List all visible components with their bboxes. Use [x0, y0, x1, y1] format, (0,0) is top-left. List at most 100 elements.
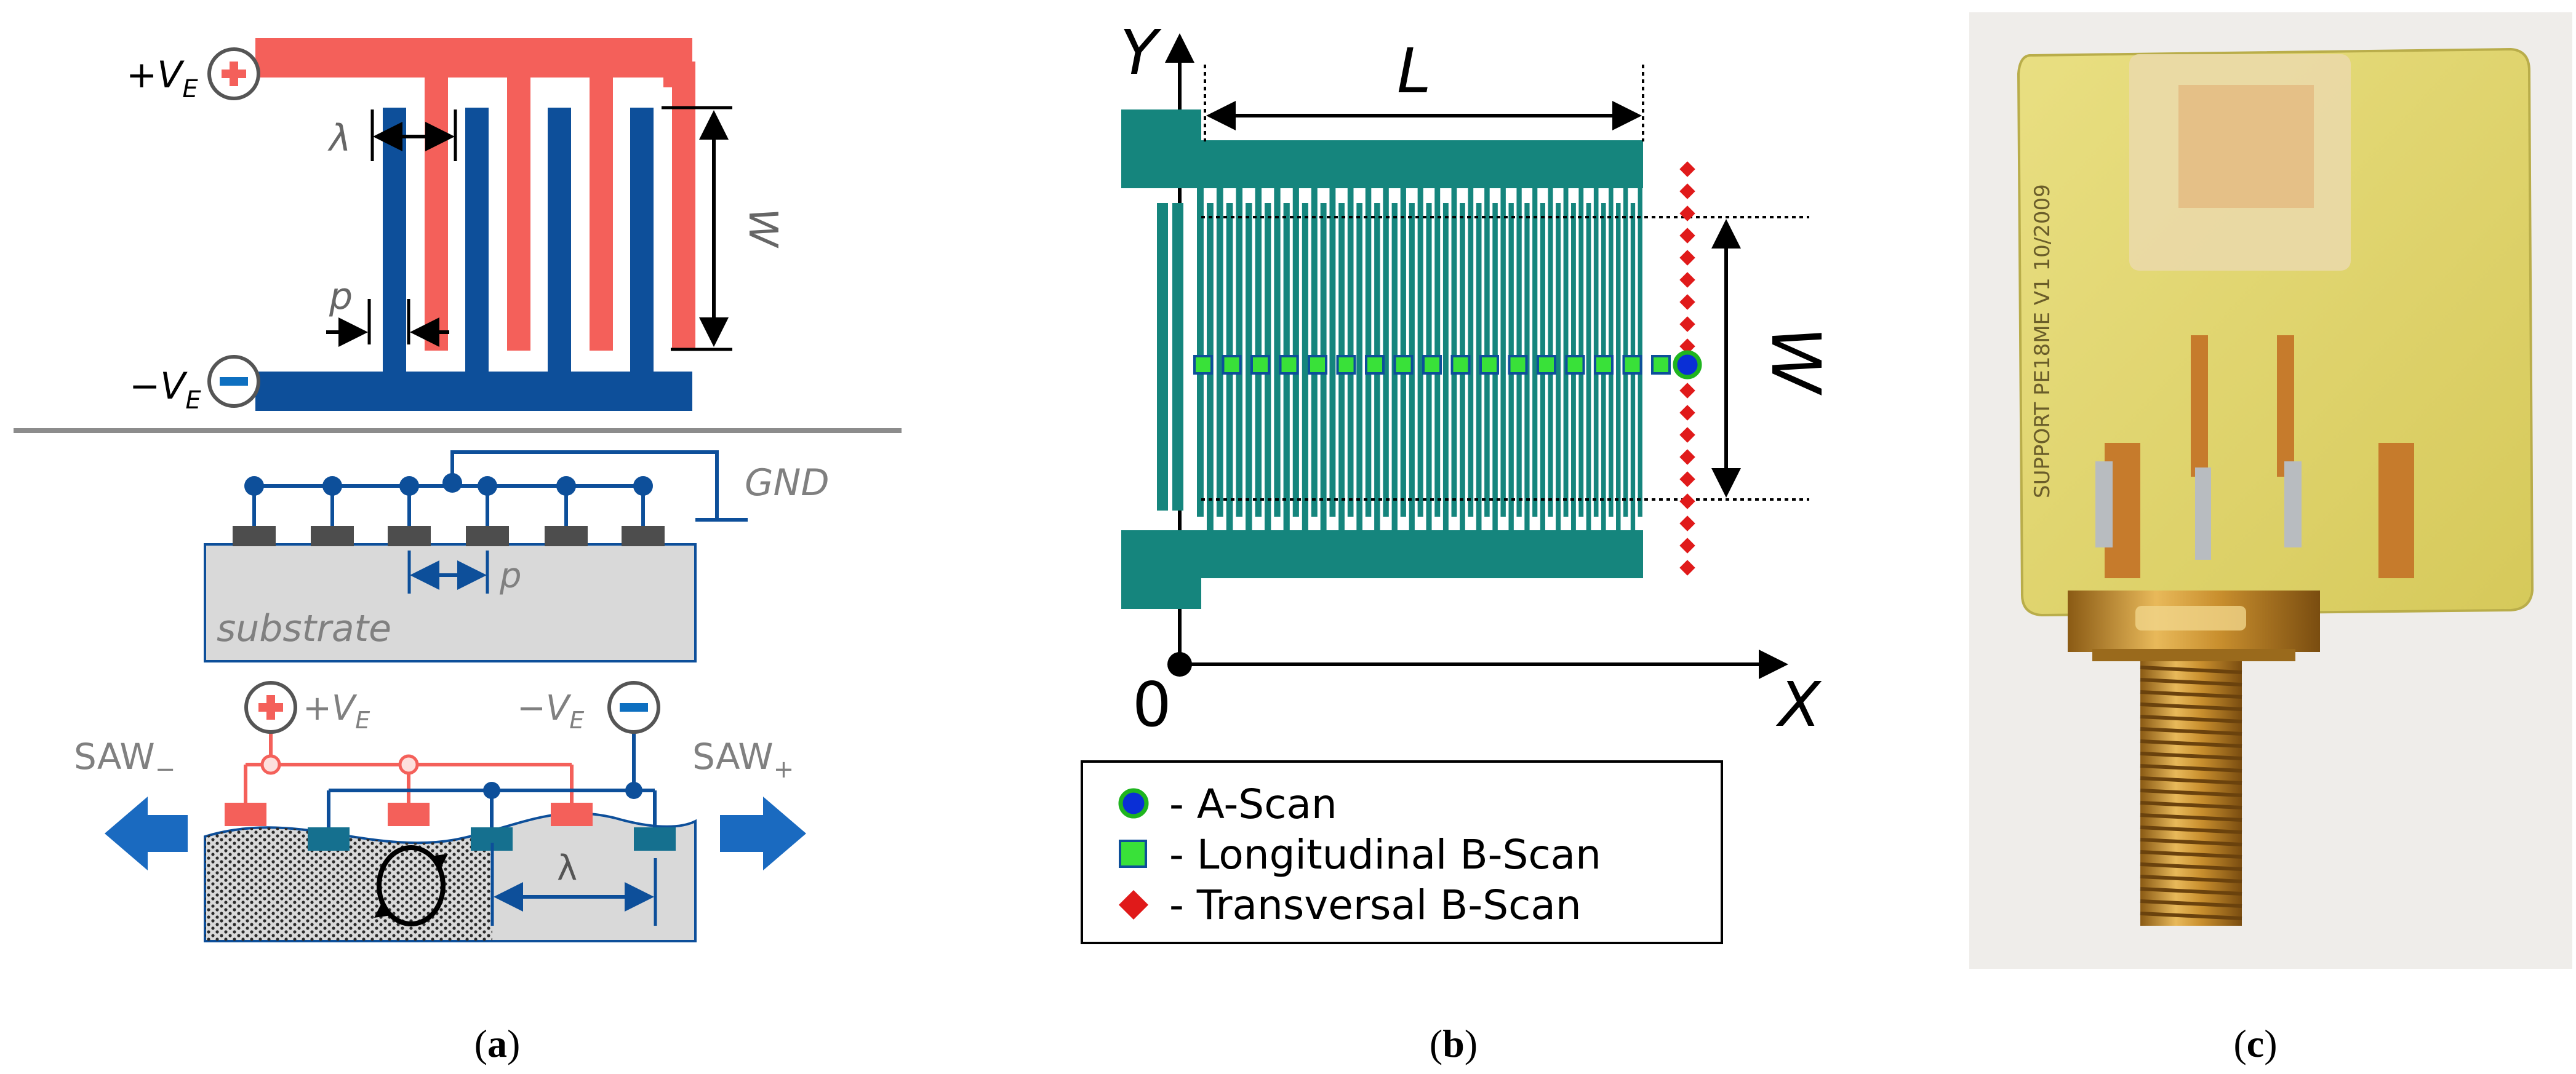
longitudinal-bscan-point — [1537, 355, 1556, 375]
idt-finger — [1302, 203, 1308, 530]
plus-ve-label: +VE — [126, 54, 198, 103]
idt-finger — [1292, 188, 1299, 517]
transversal-bscan-point — [1679, 205, 1695, 221]
substrate-label: substrate — [217, 607, 391, 650]
longitudinal-bscan-point — [1365, 355, 1385, 375]
red-fingers — [425, 62, 695, 351]
longitudinal-bscan-point — [1308, 355, 1327, 375]
w-top-label: W — [740, 208, 785, 249]
idt-finger — [1586, 203, 1591, 530]
lambda-bottom-label: λ — [557, 848, 577, 888]
red-electrodes — [225, 803, 593, 826]
transversal-bscan-point — [1679, 272, 1695, 288]
idt-finger — [1578, 188, 1584, 517]
x-axis-label: X — [1775, 669, 1822, 741]
transversal-bscan-point — [1679, 449, 1695, 465]
idt-finger — [1365, 188, 1372, 517]
idt-finger — [1616, 203, 1621, 530]
saw-plus-arrow — [720, 797, 806, 870]
transversal-bscan-point — [1679, 427, 1695, 443]
idt-finger — [1347, 188, 1354, 517]
idt-finger — [1356, 203, 1362, 530]
transversal-bscan-point — [1679, 161, 1695, 177]
idt-finger — [1274, 188, 1281, 517]
idt-finger — [1609, 188, 1614, 517]
idt-finger — [1255, 188, 1262, 517]
idt-finger — [1476, 203, 1482, 530]
blue-fingers — [383, 108, 654, 388]
particle-region — [205, 827, 492, 941]
legend-long-text: - Longitudinal B-Scan — [1169, 831, 1601, 878]
connector-pins — [2095, 461, 2302, 560]
idt-cross-section: substrate — [204, 450, 830, 662]
idt-finger — [1516, 188, 1522, 517]
panel-c: SUPPORT PE18ME V1 10/2009 (c) — [1969, 12, 2572, 1065]
longitudinal-bscan-point — [1651, 355, 1671, 375]
legend-box — [1081, 760, 1723, 944]
longitudinal-bscan-point — [1565, 355, 1585, 375]
y-axis-label: Y — [1120, 17, 1162, 89]
longitudinal-bscan-point — [1222, 355, 1242, 375]
saw-minus-label: SAW− — [74, 736, 175, 784]
longitudinal-bscan-point — [1393, 355, 1414, 375]
p-top-label: p — [329, 275, 353, 318]
gnd-label: GND — [745, 461, 830, 504]
particle-orbit — [377, 845, 446, 926]
idt-finger — [1400, 188, 1406, 517]
transversal-bscan-point — [1679, 383, 1695, 399]
idt-finger — [1197, 188, 1204, 517]
transversal-bscan-point — [1679, 515, 1695, 531]
idt-finger — [1623, 188, 1628, 517]
saw-minus-arrow — [105, 797, 188, 870]
idt-finger — [1563, 188, 1569, 517]
red-busbar — [255, 38, 692, 78]
longitudinal-bscan-point — [1336, 355, 1356, 375]
idt-finger — [1468, 188, 1474, 517]
transversal-bscan-point — [1679, 228, 1695, 244]
idt-finger — [1532, 188, 1538, 517]
idt-finger — [1417, 188, 1423, 517]
p-mid-label: p — [499, 556, 522, 596]
minus-ve-bottom-label: −VE — [517, 688, 584, 734]
panel-a: +VE −VE λ p W substr — [14, 38, 902, 1065]
idt-finger — [1311, 188, 1318, 517]
longitudinal-bscan-point — [1279, 355, 1299, 375]
transversal-bscan-point — [1679, 493, 1695, 509]
plus-ve-bottom-label: +VE — [303, 688, 370, 734]
idt-finger — [1548, 188, 1553, 517]
l-label: L — [1397, 35, 1431, 107]
longitudinal-bscan-point — [1594, 355, 1614, 375]
transversal-bscan-point — [1679, 471, 1695, 487]
transversal-bscan-point — [1679, 183, 1695, 199]
ascan-marker — [1673, 350, 1702, 380]
idt-finger — [1593, 188, 1599, 517]
idt-finger — [1484, 188, 1490, 517]
transversal-bscan-point — [1679, 294, 1695, 310]
longitudinal-bscan-point — [1422, 355, 1442, 375]
transversal-bscan-point — [1679, 560, 1695, 576]
transversal-bscan-point — [1679, 538, 1695, 554]
idt-finger — [1246, 203, 1252, 530]
idt-finger — [1638, 188, 1642, 517]
blue-electrodes — [308, 827, 676, 851]
caption-c: (c) — [2233, 1022, 2277, 1065]
saw-generation: +VE −VE λ SAW− SAW+ — [74, 681, 806, 942]
idt-top-view: +VE −VE λ p W — [126, 38, 785, 415]
caption-b: (b) — [1430, 1022, 1478, 1065]
idt-finger — [1451, 188, 1457, 517]
copper-traces — [2105, 335, 2414, 578]
legend-ascan-symbol — [1118, 788, 1149, 819]
origin-dot — [1167, 652, 1192, 677]
origin-label: 0 — [1132, 669, 1172, 741]
electrodes — [233, 526, 665, 546]
caption-a: (a) — [474, 1022, 521, 1065]
pcb-silkscreen: SUPPORT PE18ME V1 10/2009 — [2030, 184, 2055, 498]
longitudinal-bscan-point — [1622, 355, 1642, 375]
longitudinal-bscan-point — [1193, 355, 1213, 375]
minus-ve-label: −VE — [129, 365, 201, 415]
w-label: W — [1756, 327, 1835, 396]
longitudinal-bscan-point — [1479, 355, 1499, 375]
transversal-bscan-point — [1679, 405, 1695, 421]
transducer-structure — [1121, 109, 1643, 609]
